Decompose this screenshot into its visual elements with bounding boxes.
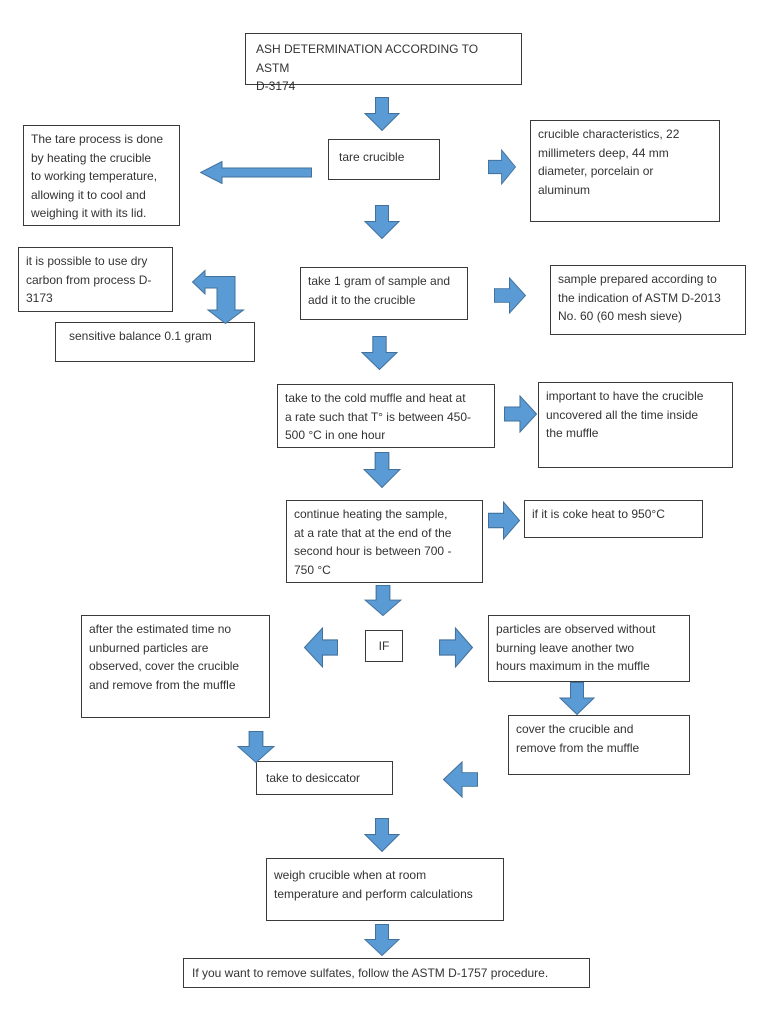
arrow-down-title-to-tare-icon: [364, 97, 400, 131]
crucible-uncovered-box: important to have the crucible uncovered…: [538, 382, 733, 468]
sample-preparation-box: sample prepared according to the indicat…: [550, 265, 746, 335]
arrow-left-tare-to-note-icon: [200, 161, 312, 184]
arrow-left-if-to-no-particles-icon: [304, 627, 338, 668]
sensitive-balance-box: sensitive balance 0.1 gram: [55, 322, 255, 362]
take-sample-box: take 1 gram of sample and add it to the …: [300, 267, 468, 320]
arrow-down-desiccator-to-weigh-icon: [364, 818, 400, 852]
tare-note-box: The tare process is done by heating the …: [23, 125, 180, 226]
arrow-down-sample-to-muffle-icon: [361, 336, 398, 370]
arrow-right-muffle-to-uncovered-icon: [504, 395, 537, 433]
arrow-down-continue-to-if-icon: [364, 585, 402, 616]
particles-observed-box: particles are observed without burning l…: [488, 615, 690, 682]
arrow-left-cover-to-desiccator-icon: [443, 761, 478, 798]
cover-crucible-box: cover the crucible and remove from the m…: [508, 715, 690, 775]
weigh-crucible-box: weigh crucible when at room temperature …: [266, 858, 504, 921]
arrow-right-sample-to-preparation-icon: [494, 277, 526, 314]
no-unburned-particles-box: after the estimated time no unburned par…: [81, 615, 270, 718]
arrow-down-weigh-to-sulfates-icon: [364, 924, 400, 956]
arrow-bent-sample-to-balance-icon: [192, 269, 245, 324]
continue-heating-box: continue heating the sample, at a rate t…: [286, 500, 483, 583]
crucible-characteristics-box: crucible characteristics, 22 millimeters…: [530, 120, 720, 222]
remove-sulfates-box: If you want to remove sulfates, follow t…: [183, 958, 590, 988]
if-decision-box: IF: [365, 630, 403, 662]
arrow-right-if-to-particles-icon: [439, 627, 473, 668]
cold-muffle-box: take to the cold muffle and heat at a ra…: [277, 384, 495, 448]
title-box: ASH DETERMINATION ACCORDING TO ASTM D-31…: [245, 33, 522, 93]
arrow-down-tare-to-sample-icon: [364, 205, 400, 239]
arrow-down-muffle-to-continue-icon: [363, 452, 401, 488]
arrow-right-continue-to-coke-icon: [488, 501, 520, 540]
arrow-down-no-particles-to-desiccator-icon: [237, 731, 275, 763]
arrow-down-particles-to-cover-icon: [559, 682, 595, 715]
desiccator-box: take to desiccator: [256, 761, 393, 795]
arrow-right-tare-to-characteristics-icon: [488, 149, 516, 185]
tare-crucible-box: tare crucible: [328, 139, 440, 180]
coke-note-box: if it is coke heat to 950°C: [524, 500, 703, 538]
dry-carbon-box: it is possible to use dry carbon from pr…: [18, 247, 173, 312]
